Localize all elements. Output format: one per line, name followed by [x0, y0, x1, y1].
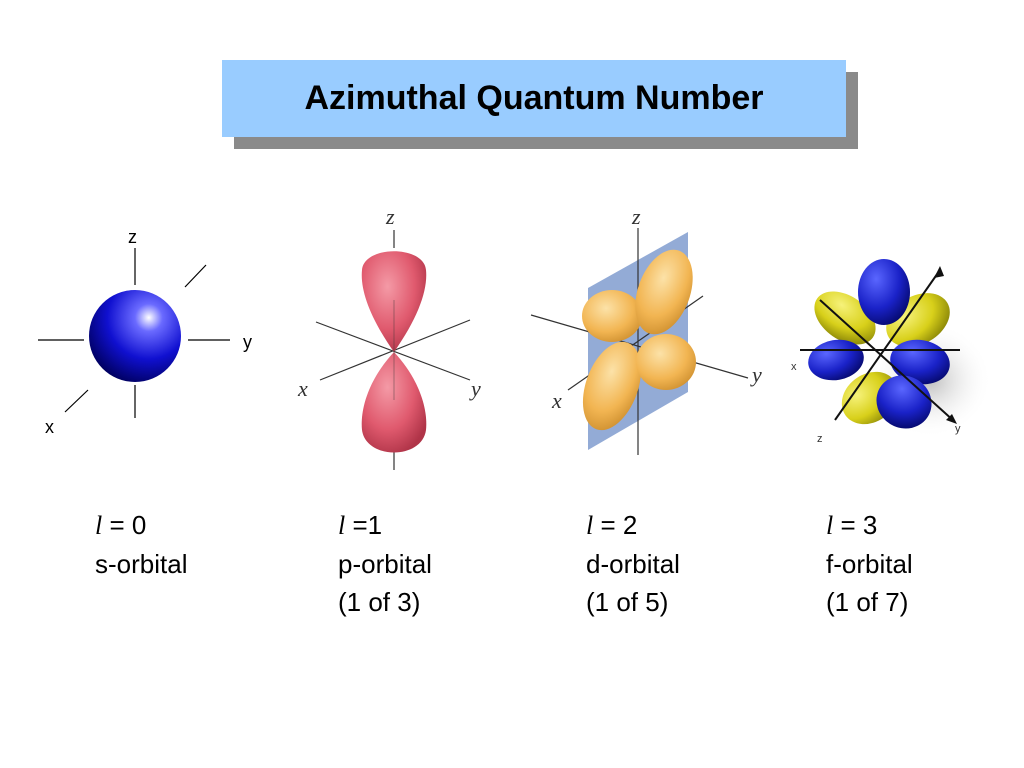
s-l-symbol: l: [95, 511, 103, 540]
f-axis-z-arrow: [934, 266, 944, 278]
d-l-symbol: l: [586, 511, 594, 540]
s-axis-x-back: [184, 264, 207, 288]
f-axis-z-label: z: [817, 433, 823, 445]
d-orbital-lobe-lower-right: [636, 334, 696, 390]
f-axis-y-arrow: [946, 414, 957, 424]
p-orbital-lower-lobe: [361, 352, 427, 453]
s-axis-x-front: [64, 389, 89, 413]
p-l-symbol: l: [338, 511, 346, 540]
f-l-value: = 3: [833, 510, 878, 540]
f-orbital-count: (1 of 7): [826, 587, 909, 617]
d-orbital-lobe-upper-right: [635, 249, 693, 335]
p-axis-y-label: y: [469, 376, 481, 401]
d-orbital-figure: z y x: [530, 204, 762, 455]
f-orbital-label: l = 3 f-orbital (1 of 7): [826, 506, 913, 621]
p-orbital-name: p-orbital: [338, 549, 432, 579]
f-orbital-lobe-blue-top: [858, 259, 910, 325]
d-orbital-lobe-upper-left: [582, 290, 642, 342]
d-orbital-quantum-line: l = 2: [586, 506, 680, 545]
d-orbital-name: d-orbital: [586, 549, 680, 579]
title-box: Azimuthal Quantum Number: [222, 60, 846, 137]
d-axis-y: [530, 314, 749, 379]
d-orbital-label: l = 2 d-orbital (1 of 5): [586, 506, 680, 621]
p-l-value: =1: [345, 510, 383, 540]
p-orbital-figure: z y x: [297, 204, 481, 470]
p-orbital-count: (1 of 3): [338, 587, 421, 617]
s-axis-z-label: z: [128, 227, 137, 247]
s-orbital-sphere: [89, 290, 181, 382]
p-axis-z-label: z: [385, 204, 395, 229]
f-axis-z-diagonal: [834, 269, 941, 421]
s-orbital-name: s-orbital: [95, 549, 188, 579]
s-axis-y-label: y: [243, 332, 252, 352]
d-axis-y-label: y: [750, 362, 762, 387]
s-orbital-figure: z y x: [38, 227, 252, 437]
d-orbital-count: (1 of 5): [586, 587, 669, 617]
p-orbital-quantum-line: l =1: [338, 506, 432, 545]
d-orbital-lobe-lower-left: [582, 341, 642, 431]
s-axis-x-label: x: [45, 417, 54, 437]
f-axis-y-diagonal: [819, 299, 956, 423]
p-orbital-label: l =1 p-orbital (1 of 3): [338, 506, 432, 621]
page-title: Azimuthal Quantum Number: [304, 79, 764, 117]
p-axis-x-label: x: [297, 376, 308, 401]
d-axis-x-label: x: [551, 388, 562, 413]
s-l-value: = 0: [102, 510, 147, 540]
d-l-value: = 2: [593, 510, 638, 540]
f-l-symbol: l: [826, 511, 834, 540]
f-orbital-name: f-orbital: [826, 549, 913, 579]
f-axis-y-label: y: [955, 423, 961, 435]
f-axis-x-label: x: [791, 361, 797, 373]
d-axis-z-label: z: [631, 204, 641, 229]
f-orbital-quantum-line: l = 3: [826, 506, 913, 545]
s-orbital-quantum-line: l = 0: [95, 506, 187, 545]
f-orbital-figure: x z y: [791, 259, 992, 445]
s-orbital-label: l = 0 s-orbital: [95, 506, 187, 583]
